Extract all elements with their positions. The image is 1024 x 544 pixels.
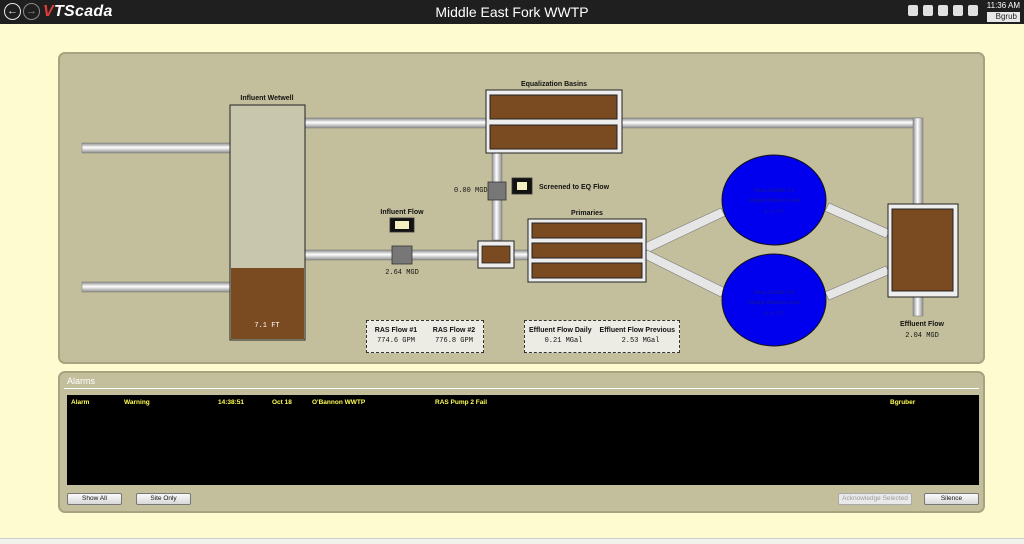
ras-flow-2-label: RAS Flow #2 xyxy=(432,327,476,334)
effluent-previous-label: Effluent Flow Previous xyxy=(599,327,675,334)
process-panel: Influent Wetwell 7.1 FT Equalization Bas… xyxy=(58,52,985,364)
alarms-panel: Alarms Alarm Warning 14:38:51 Oct 18 O'B… xyxy=(58,371,985,513)
pipe-to-clarifier-1 xyxy=(642,207,726,254)
alarm-description: RAS Pump 2 Fail xyxy=(435,399,488,406)
pipe-inlet-bottom xyxy=(81,281,231,293)
pipe-to-primaries xyxy=(511,249,531,261)
user-name[interactable]: Bgrub xyxy=(986,12,1020,22)
alarms-title: Alarms xyxy=(67,376,96,386)
pipe-clarifier-1-out xyxy=(824,202,891,239)
back-arrow-icon[interactable]: ← xyxy=(4,3,21,20)
clarifier-1-line-3: 0.0 FT xyxy=(764,208,785,215)
screened-flow-meter[interactable] xyxy=(487,181,507,201)
clarifier-1-line-2: Sludge Blanket Level xyxy=(748,198,800,204)
alarm-list[interactable]: Alarm Warning 14:38:51 Oct 18 O'Bannon W… xyxy=(67,395,979,485)
effluent-daily-value: 0.21 MGal xyxy=(544,337,583,345)
acknowledge-selected-button[interactable]: Acknowledge Selected xyxy=(838,493,912,505)
bell-icon[interactable] xyxy=(968,5,978,16)
screened-flow-value: 0.00 MGD xyxy=(454,187,488,195)
primaries-label: Primaries xyxy=(571,210,603,217)
pipe-inlet-top xyxy=(81,142,231,154)
print-icon[interactable] xyxy=(953,5,963,16)
pipe-clarifier-2-out xyxy=(824,265,891,301)
effluent-flow-value: 2.04 MGD xyxy=(905,332,939,340)
ras-flow-1-value: 774.6 GPM xyxy=(377,337,415,345)
influent-flow-value: 2.64 MGD xyxy=(385,269,419,277)
clock-time: 11:36 AM xyxy=(986,1,1020,10)
title-bar: ← → VTScada Middle East Fork WWTP 11:36 … xyxy=(0,0,1024,24)
settings-icon[interactable] xyxy=(923,5,933,16)
ras-flow-1-label: RAS Flow #1 xyxy=(374,327,418,334)
alarm-time: 14:38:51 xyxy=(218,399,245,406)
eq-basin-2 xyxy=(489,124,618,150)
alarm-site: O'Bannon WWTP xyxy=(312,399,366,406)
primary-3 xyxy=(531,262,643,279)
pipe-eq-bypass xyxy=(621,117,922,129)
effluent-daily-label: Effluent Flow Daily xyxy=(528,327,592,334)
effluent-previous-value: 2.53 MGal xyxy=(621,337,660,345)
final-clarifier-2[interactable] xyxy=(721,253,827,347)
eq-basin-1 xyxy=(489,94,618,120)
tag-icon[interactable] xyxy=(908,5,918,16)
list-icon[interactable] xyxy=(938,5,948,16)
alarm-date: Oct 18 xyxy=(272,399,292,406)
page-title: Middle East Fork WWTP xyxy=(435,4,589,20)
clarifier-2-line-2: Sludge Blanket Level xyxy=(748,300,800,306)
forward-arrow-icon[interactable]: → xyxy=(23,3,40,20)
show-all-button[interactable]: Show All xyxy=(67,493,122,505)
ras-flow-2-value: 776.8 GPM xyxy=(435,337,473,345)
eq-basins-label: Equalization Basins xyxy=(521,81,587,88)
primary-1 xyxy=(531,222,643,239)
pipe-wetwell-to-eq xyxy=(303,117,489,129)
effluent-flow-label: Effluent Flow xyxy=(900,321,944,328)
wetwell-level-value: 7.1 FT xyxy=(254,322,279,330)
pipe-to-clarifier-2 xyxy=(642,249,726,298)
screened-flow-label: Screened to EQ Flow xyxy=(539,184,610,191)
process-diagram: Influent Wetwell 7.1 FT Equalization Bas… xyxy=(81,81,959,347)
effluent-totals-box[interactable]: Effluent Flow Daily Effluent Flow Previo… xyxy=(524,320,680,353)
primary-2 xyxy=(531,242,643,259)
wetwell-level-fill xyxy=(231,268,304,339)
vtscada-logo: VTScada xyxy=(43,3,113,20)
wetwell-label: Influent Wetwell xyxy=(240,95,293,102)
alarm-priority: Warning xyxy=(124,399,150,406)
ras-flow-box[interactable]: RAS Flow #1 RAS Flow #2 774.6 GPM 776.8 … xyxy=(366,320,484,353)
alarm-user: Bgruber xyxy=(890,399,916,406)
alarm-row[interactable]: Alarm Warning 14:38:51 Oct 18 O'Bannon W… xyxy=(67,399,979,409)
clarifier-2-line-3: 0.0 FT xyxy=(764,310,785,317)
alarms-divider xyxy=(64,388,979,389)
site-only-button[interactable]: Site Only xyxy=(136,493,191,505)
final-clarifier-1[interactable] xyxy=(721,154,827,246)
influent-meter-screen xyxy=(395,221,409,229)
pipe-bypass-down xyxy=(912,117,924,209)
clock: 11:36 AM Bgrub xyxy=(986,1,1020,22)
alarm-type: Alarm xyxy=(71,399,90,406)
primaries-inlet-fill xyxy=(481,245,511,264)
status-bar xyxy=(0,538,1024,544)
screened-meter-screen xyxy=(517,182,527,190)
influent-flow-label: Influent Flow xyxy=(380,209,424,216)
effluent-tank-fill xyxy=(891,208,954,292)
pipe-influent xyxy=(303,249,480,261)
clarifier-2-line-1: Final Clarifier #2 xyxy=(754,290,794,296)
clarifier-1-line-1: Final Clarifier #1 xyxy=(754,188,794,194)
influent-flow-meter[interactable] xyxy=(391,245,413,265)
silence-button[interactable]: Silence xyxy=(924,493,979,505)
